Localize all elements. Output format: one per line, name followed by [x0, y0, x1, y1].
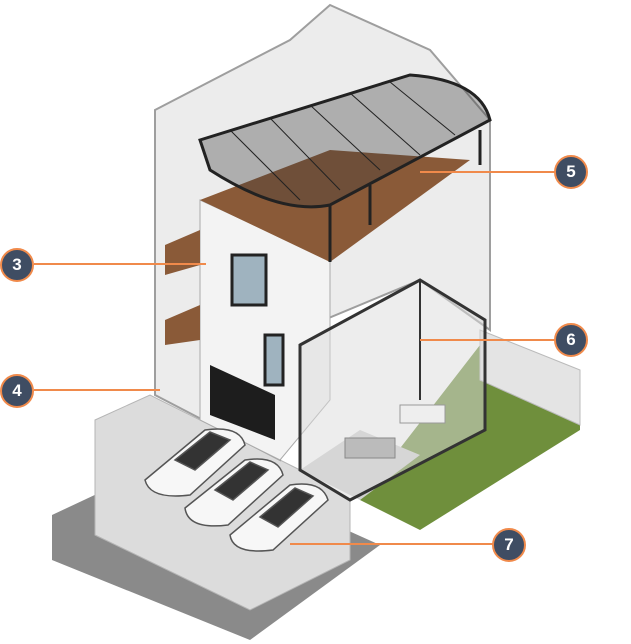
- garage-door: [210, 365, 275, 440]
- callout-4-badge[interactable]: 4: [0, 374, 34, 408]
- roof-deck: [200, 150, 470, 262]
- callout-5-badge[interactable]: 5: [554, 155, 588, 189]
- callout-7-leader: [290, 543, 493, 545]
- callout-4-leader: [34, 389, 160, 391]
- sofa: [344, 437, 396, 459]
- window: [230, 253, 268, 307]
- callout-6-badge[interactable]: 6: [554, 323, 588, 357]
- pergola: [198, 73, 492, 262]
- window: [263, 333, 285, 387]
- callout-3-badge[interactable]: 3: [0, 248, 34, 282]
- callout-5-leader: [420, 171, 555, 173]
- balcony-lower: [165, 305, 200, 345]
- callout-3-leader: [34, 263, 206, 265]
- cars: [144, 428, 329, 552]
- callout-7-badge[interactable]: 7: [492, 528, 526, 562]
- callout-6-leader: [420, 339, 555, 341]
- dining-table: [399, 404, 446, 424]
